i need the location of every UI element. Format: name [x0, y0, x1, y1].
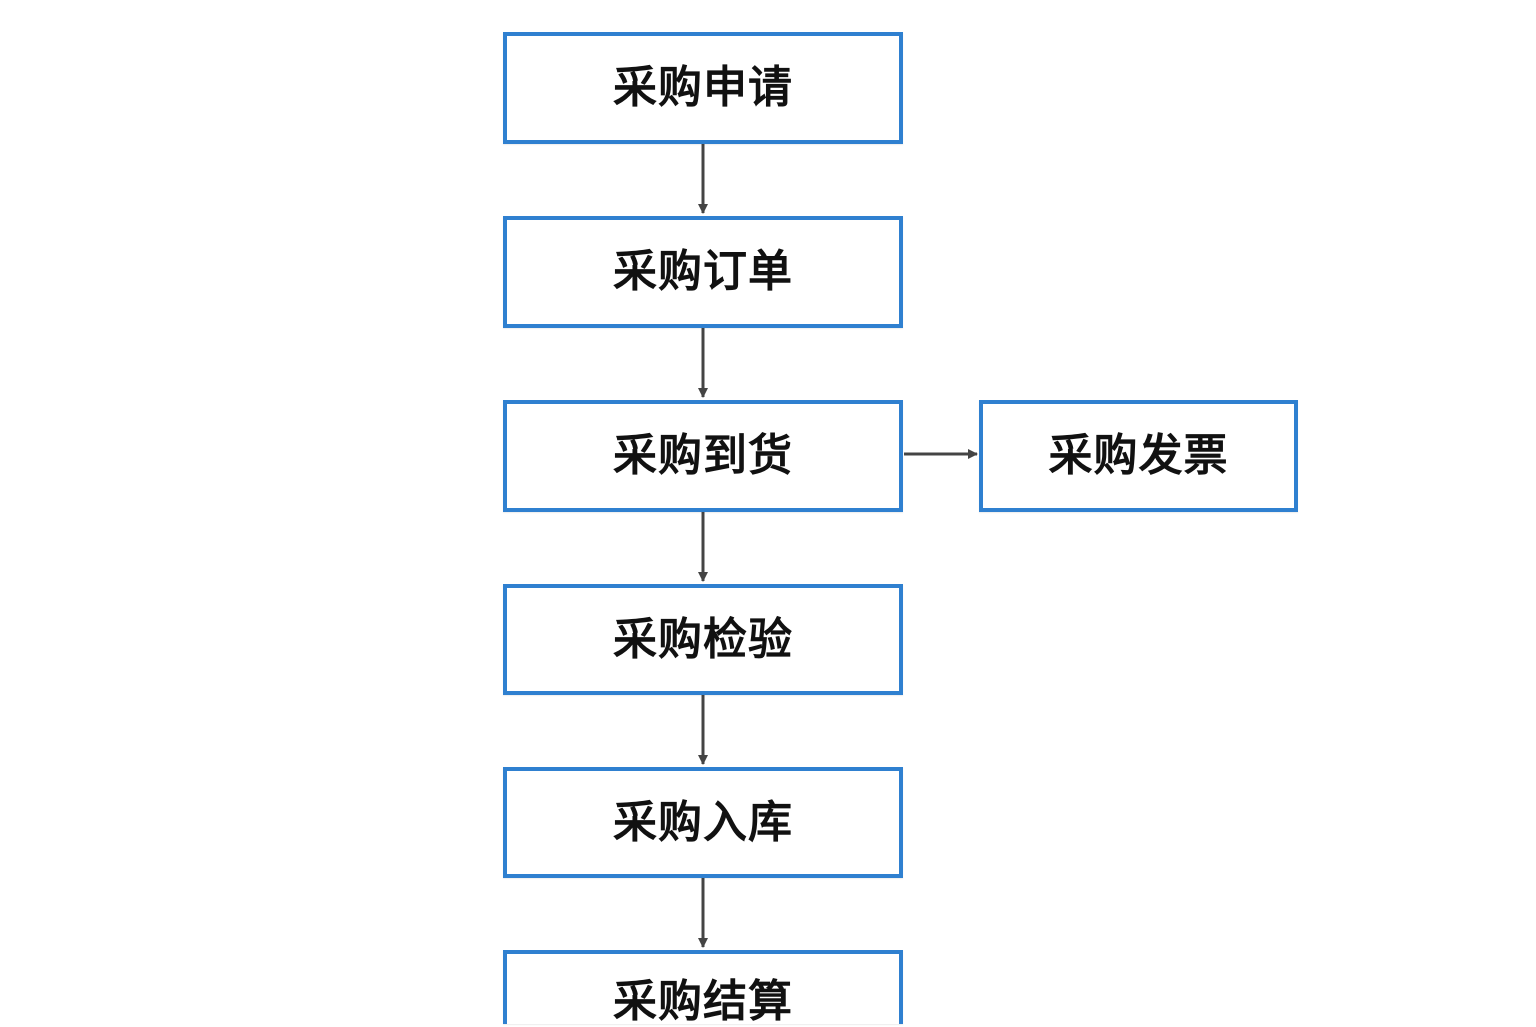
node-purchase-invoice: 采购发票 — [979, 400, 1298, 512]
node-purchase-request: 采购申请 — [503, 32, 903, 144]
node-purchase-order: 采购订单 — [503, 216, 903, 328]
node-purchase-arrival: 采购到货 — [503, 400, 903, 512]
node-label: 采购发票 — [1048, 430, 1229, 481]
node-purchase-warehousing: 采购入库 — [503, 767, 903, 878]
node-purchase-inspection: 采购检验 — [503, 584, 903, 695]
node-label: 采购订单 — [613, 246, 793, 297]
node-label: 采购检验 — [613, 613, 793, 665]
node-label: 采购结算 — [613, 976, 793, 1027]
node-label: 采购申请 — [613, 62, 793, 113]
node-label: 采购到货 — [613, 430, 793, 481]
node-purchase-settlement: 采购结算 — [503, 950, 903, 1024]
node-label: 采购入库 — [613, 796, 793, 848]
